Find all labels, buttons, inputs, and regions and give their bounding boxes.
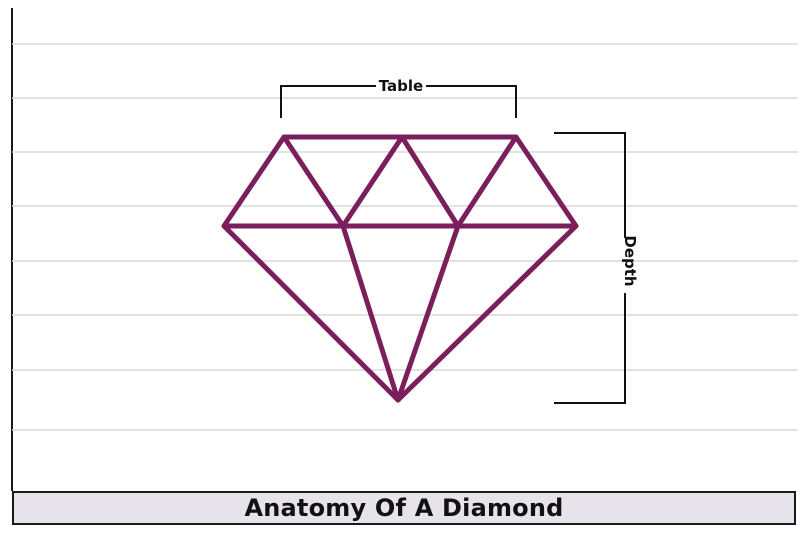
depth-bracket [554, 132, 626, 404]
diamond-pavilion-facet-right [395, 223, 461, 403]
diamond-outline [221, 134, 579, 403]
depth-bracket-bottom [554, 293, 626, 404]
gridlines [12, 43, 798, 431]
title-bar: Anatomy Of A Diamond [12, 491, 796, 525]
diamond-shape [221, 134, 579, 403]
diagram-title: Anatomy Of A Diamond [244, 494, 564, 522]
table-bracket-right [426, 85, 517, 118]
depth-bracket-top [554, 132, 626, 238]
table-bracket [280, 85, 517, 118]
diamond-crown-facets [281, 134, 519, 229]
diamond-pavilion-facet-left [340, 223, 401, 403]
table-bracket-left [280, 85, 376, 118]
depth-label: Depth [621, 235, 639, 286]
table-label: Table [379, 77, 423, 95]
